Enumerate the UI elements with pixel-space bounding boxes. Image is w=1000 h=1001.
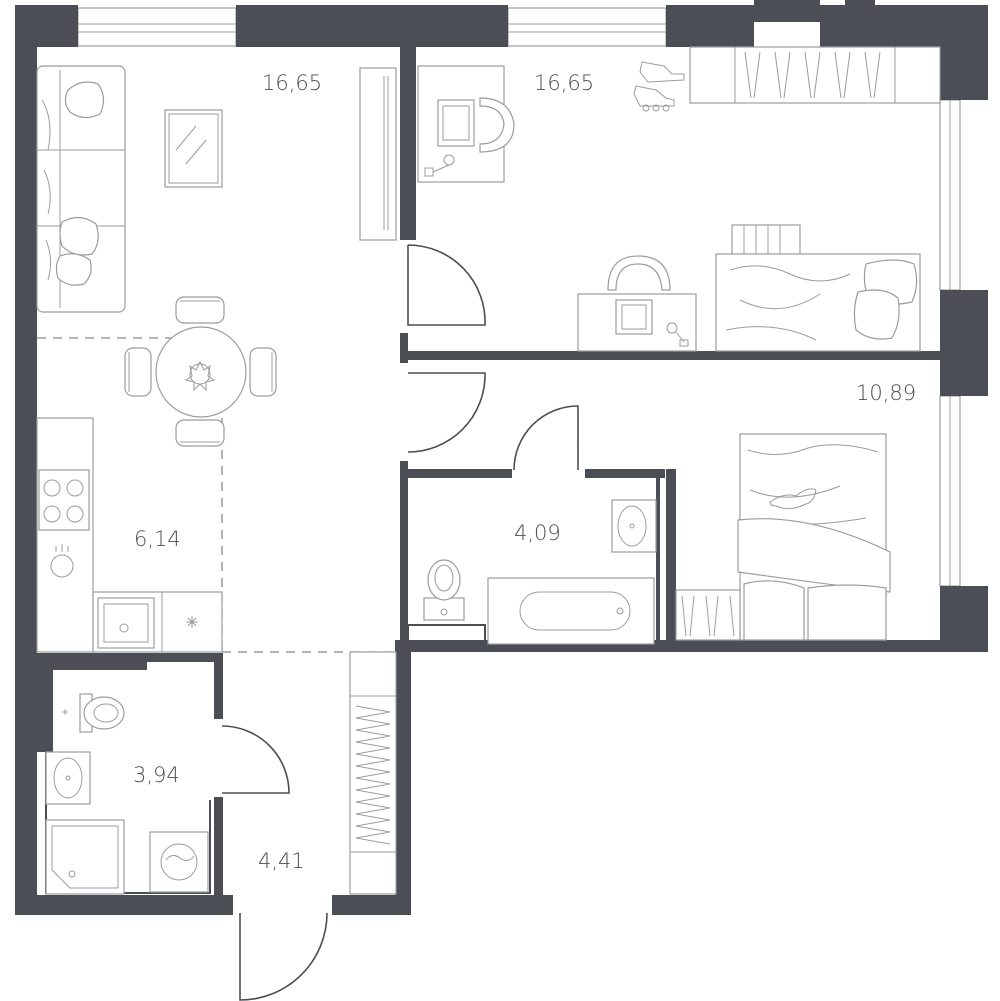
bathroom-toilet <box>423 559 465 621</box>
hall-wardrobe <box>349 651 397 895</box>
door-living-to-hall <box>407 244 486 326</box>
bathtub <box>487 577 655 645</box>
dining-set <box>124 296 277 447</box>
shower-tray <box>45 819 125 895</box>
doors <box>221 244 579 1001</box>
kitchen-tap <box>50 554 74 578</box>
bedroom-furniture <box>417 46 941 352</box>
bathroom-area: 4,09 <box>514 521 561 545</box>
cat-icon <box>769 488 817 510</box>
kitchen-furniture <box>36 417 223 653</box>
area-labels: 16,65 16,65 10,89 6,14 4,09 3,94 4,41 <box>133 71 916 873</box>
kitchen-sink <box>97 597 155 649</box>
stove <box>38 469 90 531</box>
tv-cabinet <box>359 67 397 241</box>
door-bathroom <box>513 405 579 471</box>
bedroom-children-area: 16,65 <box>534 71 594 95</box>
living-furniture <box>36 65 397 313</box>
wc-furniture <box>45 693 209 895</box>
wardrobe-bedroom <box>689 46 941 104</box>
living-room-area: 16,65 <box>262 71 322 95</box>
kitchen-counter <box>36 417 94 653</box>
hall-area: 4,41 <box>258 849 305 873</box>
window-living-room <box>77 7 237 47</box>
bedside-shelf <box>731 224 801 258</box>
hall-furniture <box>349 651 397 895</box>
kitchen-area: 6,14 <box>134 527 181 551</box>
wc-sink <box>45 751 91 805</box>
wc-area: 3,94 <box>133 763 180 787</box>
windows <box>77 7 961 587</box>
coffee-table <box>164 109 223 188</box>
bedroom-area: 10,89 <box>856 381 916 405</box>
walls <box>15 0 988 915</box>
dining-table <box>155 326 247 418</box>
door-small-bedroom <box>407 372 486 453</box>
washing-machine <box>149 831 209 893</box>
sofa <box>36 65 126 313</box>
door-wc <box>221 725 290 794</box>
door-entrance <box>239 912 328 1001</box>
bathroom-furniture <box>423 499 657 645</box>
rollerblades-icon <box>633 61 685 112</box>
window-bedroom-top <box>507 7 667 47</box>
wc-toilet <box>62 693 125 733</box>
small-bedroom-furniture <box>675 433 891 641</box>
